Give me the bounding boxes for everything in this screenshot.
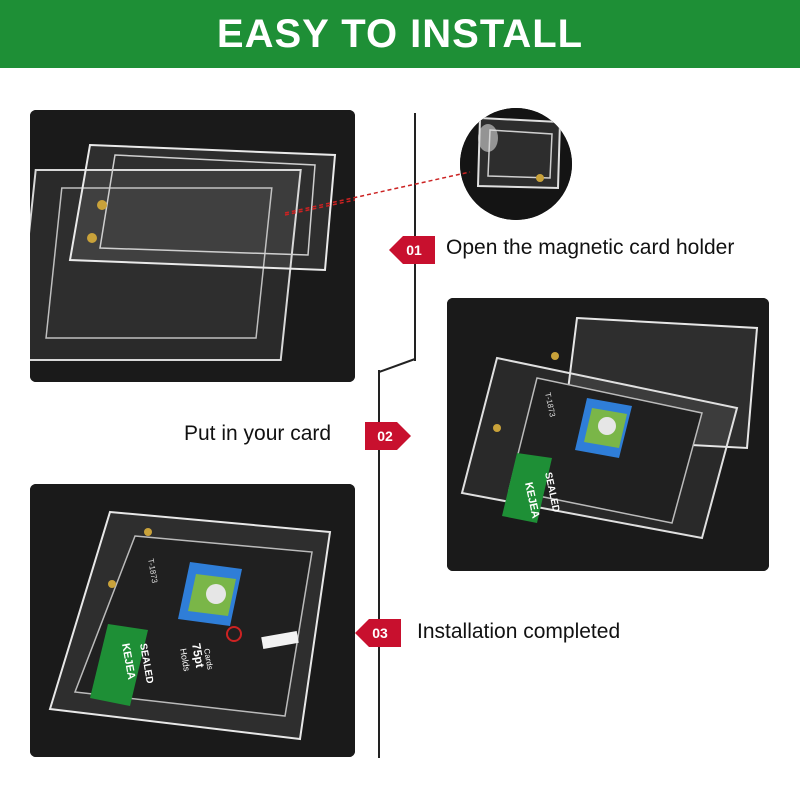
badge-arrow-icon (365, 422, 411, 450)
step-number: 03 (372, 625, 388, 641)
zoom-magnet-detail (460, 108, 572, 220)
magnet-icon (87, 233, 97, 243)
page-title: EASY TO INSTALL (216, 11, 584, 56)
no-symbol-icon (226, 626, 242, 642)
put-card-illustration: KEJEA SEALED T-1873 (447, 298, 769, 571)
open-holder-illustration (30, 110, 355, 382)
connector-line-middle (414, 359, 416, 361)
step-text-01: Open the magnetic card holder (446, 236, 735, 259)
step-text-02: Put in your card (184, 422, 332, 445)
magnet-icon (551, 352, 559, 360)
card-model: T-1873 (146, 558, 159, 585)
badge-arrow-icon (355, 619, 401, 647)
step-badge-01: 01 (389, 236, 435, 264)
magnet-icon (144, 528, 152, 536)
badge-arrow-icon (389, 236, 435, 264)
barcode-icon (261, 630, 299, 650)
connector-line-bottom (378, 370, 380, 758)
step-number: 02 (377, 428, 393, 444)
magnet-icon (493, 424, 501, 432)
card-unit: Cards (202, 648, 215, 671)
photo-put-card: KEJEA SEALED T-1873 (447, 298, 769, 571)
photo-installed: KEJEA SEALED T-1873 Holds 75pt Cards (30, 484, 355, 757)
installed-illustration: KEJEA SEALED T-1873 Holds 75pt Cards (30, 484, 355, 757)
step-badge-03: 03 (355, 619, 401, 647)
step-number: 01 (406, 242, 422, 258)
magnet-icon (97, 200, 107, 210)
header-banner: EASY TO INSTALL (0, 0, 800, 68)
card-thickness: 75pt (189, 642, 207, 669)
magnet-icon (108, 580, 116, 588)
card-holds: Holds (178, 648, 192, 673)
step-text-03: Installation completed (417, 620, 621, 643)
magnet-icon (536, 174, 544, 182)
zoom-inset (460, 108, 572, 220)
photo-open-holder (30, 110, 355, 382)
step-badge-02: 02 (365, 422, 411, 450)
